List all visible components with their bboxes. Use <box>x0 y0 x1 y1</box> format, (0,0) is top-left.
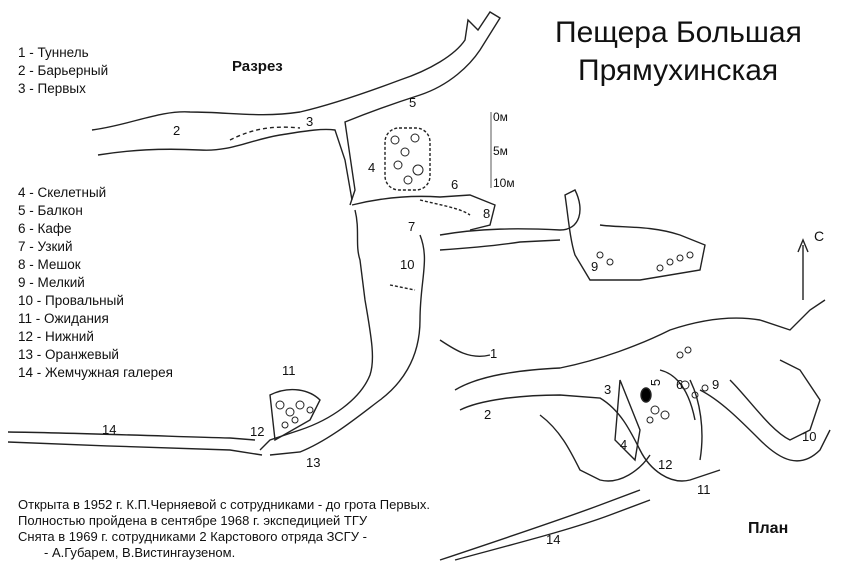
plan-label: План <box>748 520 789 537</box>
plan-number: 11 <box>697 482 711 497</box>
section-number: 4 <box>368 160 376 175</box>
section-number: 2 <box>173 123 181 138</box>
plan-number: 4 <box>620 437 628 452</box>
legend-item: 4 - Скелетный <box>18 185 107 200</box>
section-number: 7 <box>408 219 416 234</box>
north-arrow-icon <box>797 238 809 300</box>
plan-number: 14 <box>546 532 561 547</box>
section-number: 6 <box>451 177 459 192</box>
section-number: 3 <box>306 114 314 129</box>
plan-number: 6 <box>676 377 684 392</box>
plan-number: 9 <box>712 377 720 392</box>
plan-number: 3 <box>604 382 612 397</box>
plan-number: 2 <box>484 407 492 422</box>
plan-number: 10 <box>802 429 817 444</box>
map-title-line1: Пещера Большая <box>555 16 802 49</box>
section-outline <box>7 11 706 456</box>
section-label: Разрез <box>232 58 283 75</box>
legend-item: 14 - Жемчужная галерея <box>18 365 173 380</box>
section-number: 11 <box>282 363 296 378</box>
legend-item: 11 - Ожидания <box>18 311 109 326</box>
plan-number: 1 <box>490 346 498 361</box>
legend-item: 2 - Барьерный <box>18 63 109 78</box>
scale-10: 10м <box>493 176 515 190</box>
section-number: 12 <box>250 424 265 439</box>
legend-top: 1 - Туннель 2 - Барьерный 3 - Первых <box>18 44 108 98</box>
section-number: 10 <box>400 257 415 272</box>
scale-5: 5м <box>493 144 508 158</box>
plan-outline <box>439 299 831 561</box>
legend-item: 13 - Оранжевый <box>18 347 119 362</box>
legend-bottom: 4 - Скелетный 5 - Балкон 6 - Кафе 7 - Уз… <box>18 184 173 382</box>
section-number: 13 <box>306 455 321 470</box>
legend-item: 12 - Нижний <box>18 329 94 344</box>
entrance-marker <box>640 387 652 403</box>
section-number: 5 <box>409 95 417 110</box>
legend-item: 10 - Провальный <box>18 293 124 308</box>
north-label: С <box>814 228 825 244</box>
credits-line: Полностью пройдена в сентябре 1968 г. эк… <box>18 513 368 528</box>
legend-item: 1 - Туннель <box>18 45 89 60</box>
plan-rubble <box>646 346 709 424</box>
scale-0: 0м <box>493 110 508 124</box>
legend-item: 9 - Мелкий <box>18 275 85 290</box>
section-rubble <box>275 133 694 429</box>
section-number: 14 <box>102 422 117 437</box>
section-number: 9 <box>591 259 599 274</box>
credits-line: - А.Губарем, В.Вистингаузеном. <box>44 545 236 560</box>
credits: Открыта в 1952 г. К.П.Черняевой с сотруд… <box>18 497 430 561</box>
plan-number: 5 <box>648 378 664 387</box>
legend-item: 7 - Узкий <box>18 239 73 254</box>
legend-item: 5 - Балкон <box>18 203 83 218</box>
legend-item: 8 - Мешок <box>18 257 81 272</box>
legend-item: 3 - Первых <box>18 81 86 96</box>
section-number: 8 <box>483 206 491 221</box>
map-title-line2: Прямухинская <box>578 54 779 87</box>
legend-item: 6 - Кафе <box>18 221 72 236</box>
plan-number: 12 <box>658 457 673 472</box>
credits-line: Открыта в 1952 г. К.П.Черняевой с сотруд… <box>18 497 430 512</box>
credits-line: Снята в 1969 г. сотрудниками 2 Карстовог… <box>18 529 367 544</box>
